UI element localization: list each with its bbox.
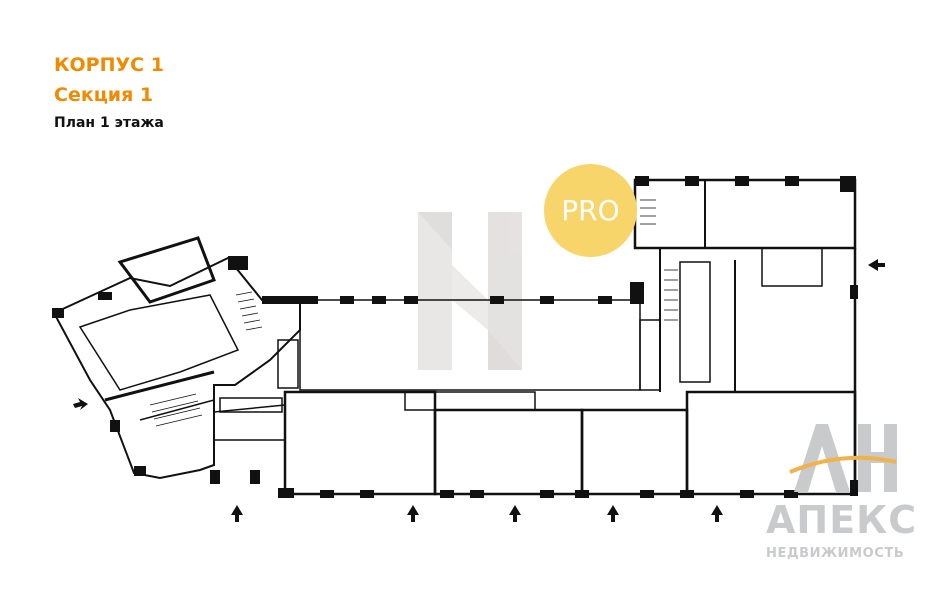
- walls: [52, 178, 857, 496]
- brand-logo-icon: [789, 424, 897, 492]
- brand-name: АПЕКС: [766, 498, 918, 542]
- pillars: [52, 176, 858, 498]
- h-watermark: [418, 212, 522, 370]
- floor-plan-title: План 1 этажа: [54, 115, 164, 131]
- entrance-arrows: [73, 259, 885, 522]
- building-title: КОРПУС 1: [54, 54, 164, 76]
- brand-subtitle: НЕДВИЖИМОСТЬ: [766, 546, 905, 561]
- pro-badge: PRO: [544, 164, 637, 257]
- plan-header: КОРПУС 1 Секция 1 План 1 этажа: [54, 50, 164, 134]
- pro-badge-text: PRO: [561, 194, 620, 227]
- stairs: [149, 199, 678, 427]
- section-title: Секция 1: [54, 84, 154, 106]
